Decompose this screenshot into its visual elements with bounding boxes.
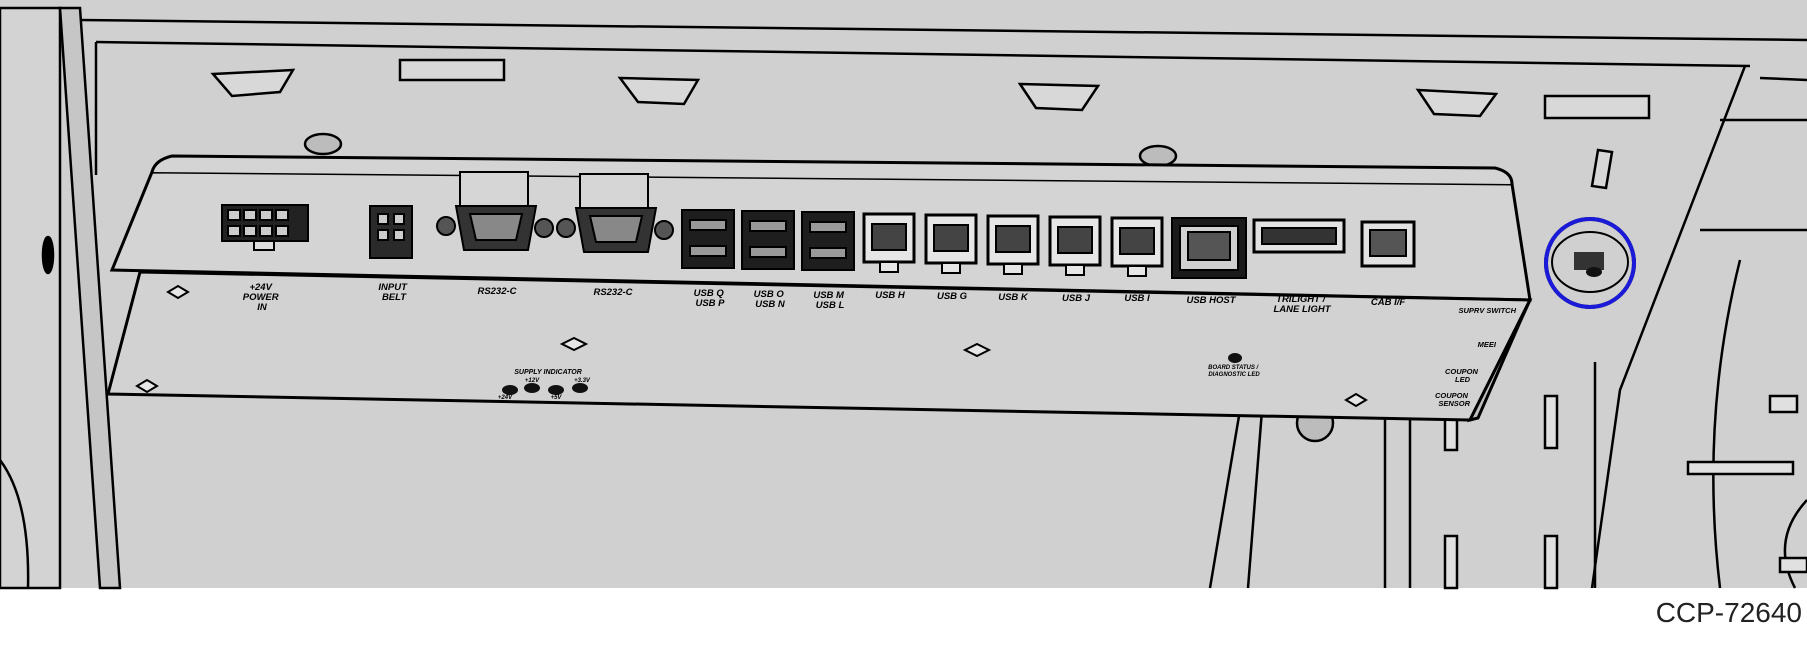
label-usb-k: USB K (998, 292, 1029, 303)
power-connector (221, 204, 309, 251)
label-rs232-2: RS232-C (593, 287, 632, 298)
connectors (221, 171, 1416, 279)
label-coupon-sensor: COUPON SENSOR (1435, 391, 1471, 408)
label-power: +24V POWER IN (243, 282, 282, 313)
rs232-connector-2 (556, 173, 674, 253)
led-12v (524, 383, 540, 393)
usb-stack-on (741, 210, 795, 270)
cab-if-connector (1360, 220, 1416, 268)
board-status-label: BOARD STATUS / DIAGNOSTIC LED (1208, 365, 1260, 378)
label-usb-qp: USB Q USB P (694, 288, 727, 309)
port-labels: +24V POWER IN INPUT BELT RS232-C RS232-C… (243, 282, 1406, 315)
led-label-12v: +12V (525, 378, 540, 384)
label-coupon-led: COUPON LED (1445, 367, 1480, 384)
label-suprv-switch: SUPRV SWITCH (1458, 306, 1516, 315)
led-label-24v: +24V (498, 395, 513, 401)
label-rs232-1: RS232-C (477, 286, 516, 297)
connector-panel (106, 154, 1533, 423)
port-usb-k (986, 214, 1040, 275)
led-5v (548, 385, 564, 395)
highlighted-component (1551, 231, 1629, 293)
label-usb-ml: USB M USB L (813, 290, 846, 311)
supply-indicator-title: SUPPLY INDICATOR (514, 369, 582, 376)
led-24v (502, 385, 518, 395)
rs232-connector-1 (436, 171, 554, 251)
highlight-ring (1544, 217, 1636, 309)
label-usb-h: USB H (875, 290, 906, 301)
port-usb-g (924, 213, 978, 274)
port-usb-i (1110, 216, 1164, 277)
led-3v3 (572, 383, 588, 393)
port-usb-h (862, 212, 916, 273)
port-usb-host (1171, 217, 1247, 279)
supply-leds (502, 353, 1242, 395)
input-belt-connector (369, 205, 413, 259)
port-usb-j (1048, 215, 1102, 276)
led-label-5v: +5V (551, 395, 563, 401)
label-usb-j: USB J (1062, 293, 1091, 304)
usb-stack-ml (801, 211, 855, 271)
figure-id: CCP-72640 (1656, 597, 1802, 628)
label-trilight: TRILIGHT / LANE LIGHT (1274, 294, 1332, 315)
label-cab-if: CAB I/F (1371, 297, 1406, 308)
label-usb-g: USB G (937, 291, 968, 302)
label-meei: MEEI (1478, 340, 1497, 349)
label-input-belt: INPUT BELT (378, 282, 409, 303)
label-usb-i: USB I (1124, 293, 1150, 304)
label-usb-on: USB O USB N (754, 289, 787, 310)
supply-indicator-labels: SUPPLY INDICATOR +24V +12V +5V +3.3V (498, 369, 591, 401)
usb-stack-qp (681, 209, 735, 269)
label-usb-host: USB HOST (1186, 295, 1236, 306)
trilight-connector (1252, 218, 1346, 254)
side-labels: SUPRV SWITCH MEEI COUPON LED COUPON SENS… (1435, 306, 1517, 408)
led-label-3v3: +3.3V (574, 378, 591, 384)
board-status-led (1228, 353, 1242, 363)
